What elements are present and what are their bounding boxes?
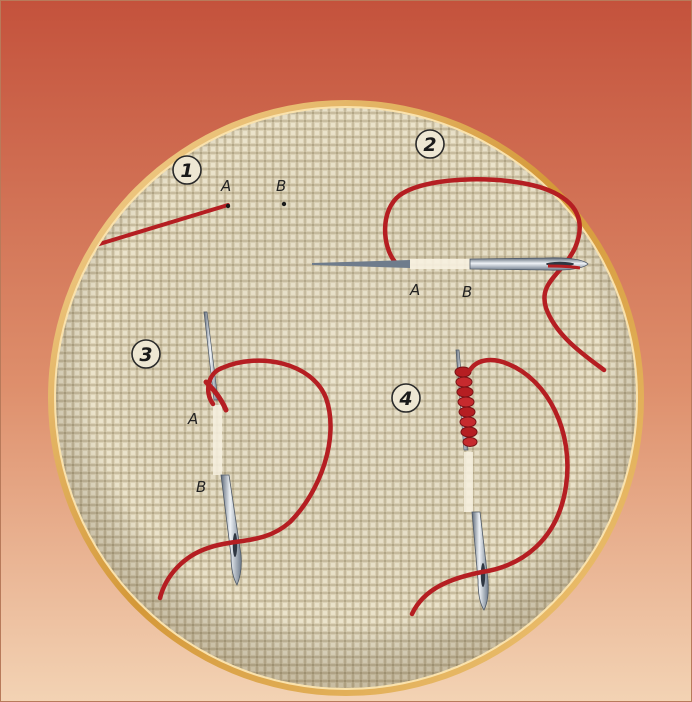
point-a-dot [226,204,230,208]
step-2-label-b: B [462,283,472,301]
step-4-number: 4 [398,388,412,410]
step-3-number: 3 [139,344,152,366]
point-b-dot [282,202,286,206]
step-3-label-b: B [196,478,206,496]
step-2-label-a: A [409,281,420,299]
step-1-label-b: B [276,177,286,195]
step-2-number: 2 [423,134,436,156]
step-1-badge: 1 [173,156,201,184]
step-1-number: 1 [180,160,193,182]
step-3-badge: 3 [132,340,160,368]
step-2-badge: 2 [416,130,444,158]
step-3-label-a: A [187,410,198,428]
step-1-label-a: A [220,177,231,195]
step-4-badge: 4 [392,384,420,412]
